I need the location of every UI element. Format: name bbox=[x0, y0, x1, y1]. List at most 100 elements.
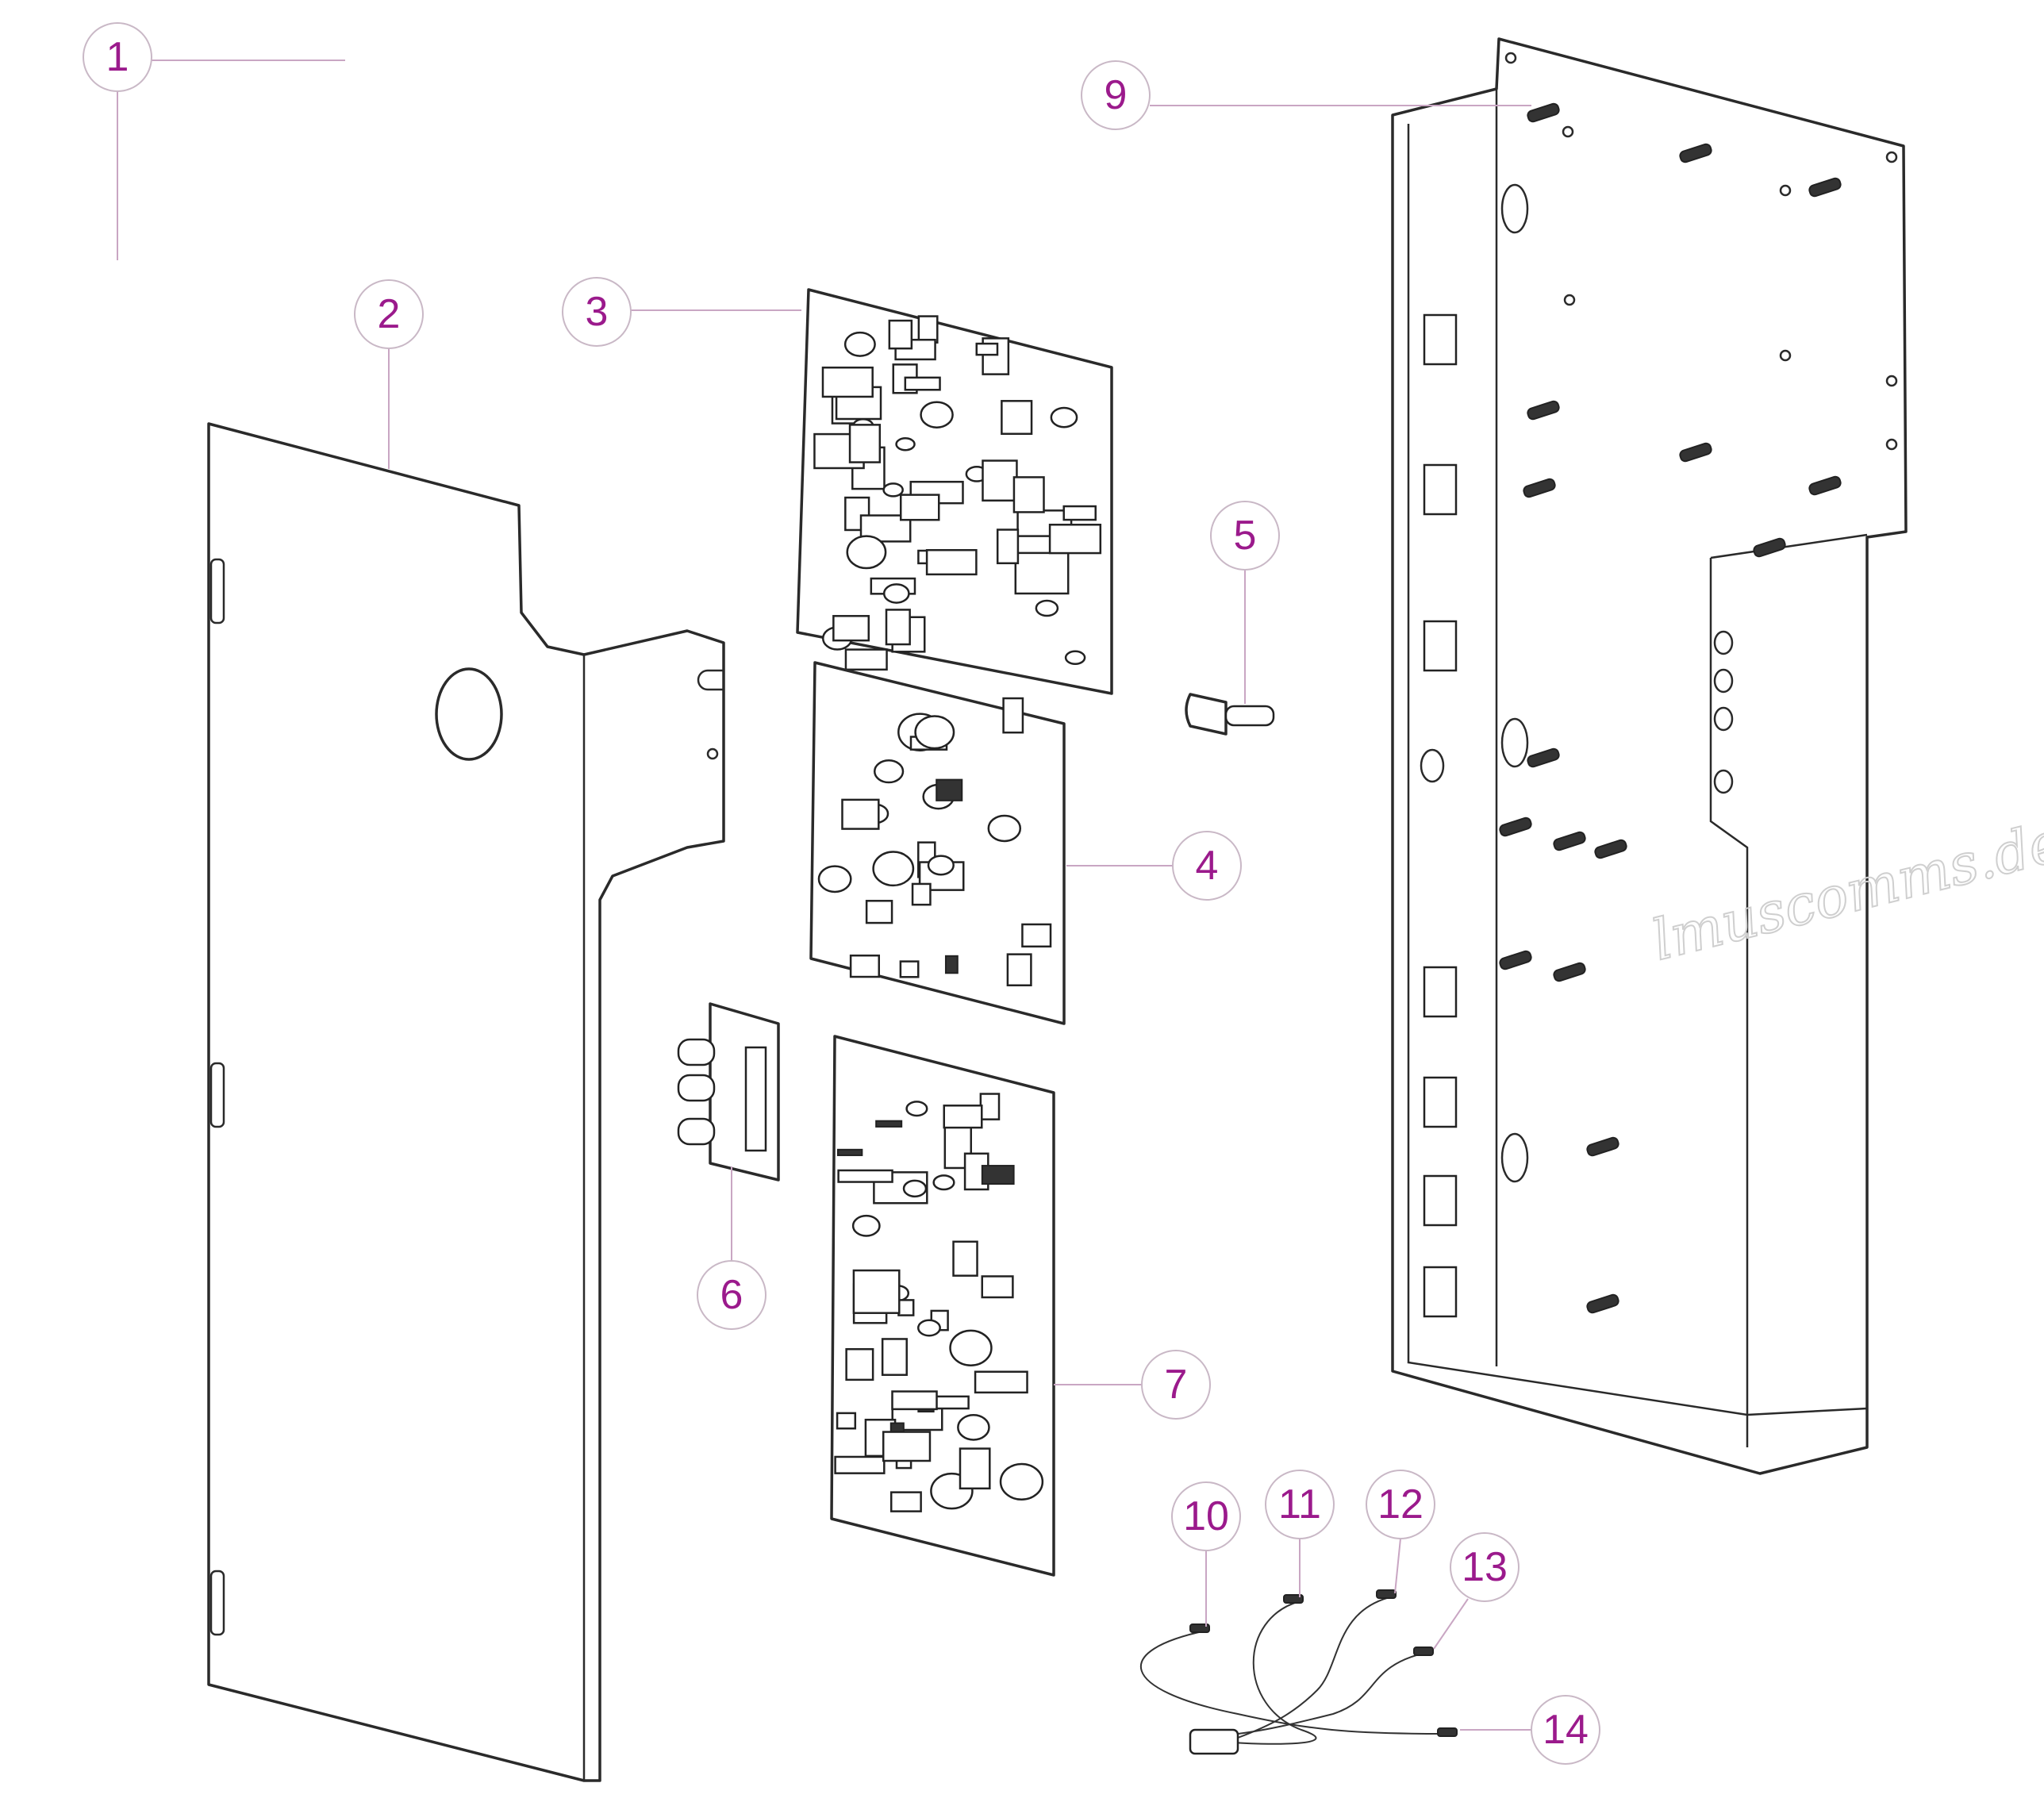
component bbox=[982, 459, 1018, 502]
capacitor bbox=[957, 1414, 990, 1441]
callout-number: 6 bbox=[720, 1272, 743, 1318]
component bbox=[996, 528, 1020, 565]
callout-9: 9 bbox=[1081, 60, 1531, 130]
callout-10: 10 bbox=[1171, 1481, 1241, 1627]
component bbox=[889, 1491, 922, 1512]
callout-number: 7 bbox=[1165, 1362, 1188, 1408]
capacitor bbox=[882, 482, 904, 498]
connector-slot bbox=[1423, 966, 1458, 1018]
component bbox=[899, 960, 920, 978]
capacitor bbox=[895, 437, 916, 452]
standoff-clip bbox=[1594, 839, 1627, 859]
mount-hole bbox=[1563, 294, 1576, 306]
component bbox=[1012, 476, 1045, 513]
capacitor bbox=[987, 814, 1022, 843]
callout-number: 1 bbox=[106, 34, 129, 80]
standoff-clip bbox=[1523, 478, 1556, 498]
component bbox=[845, 1347, 874, 1381]
capacitor bbox=[999, 1462, 1044, 1501]
component bbox=[925, 548, 978, 576]
capacitor bbox=[851, 1214, 881, 1237]
flange-hole bbox=[1713, 630, 1734, 655]
connector-slot bbox=[1423, 620, 1458, 672]
component bbox=[1002, 697, 1024, 734]
capacitor bbox=[949, 1329, 993, 1366]
mount-hole bbox=[1885, 151, 1898, 163]
component bbox=[917, 315, 939, 344]
component bbox=[975, 342, 999, 356]
callout-number: 5 bbox=[1234, 513, 1257, 559]
callout-number: 10 bbox=[1183, 1493, 1229, 1539]
component bbox=[885, 609, 911, 646]
component bbox=[943, 1105, 983, 1129]
capacitor bbox=[932, 1174, 955, 1191]
callout-bubble bbox=[83, 22, 152, 92]
component bbox=[844, 648, 888, 671]
callout-13: 13 bbox=[1433, 1532, 1520, 1650]
callout-number: 9 bbox=[1105, 72, 1128, 118]
flange-hole bbox=[1713, 769, 1734, 794]
capacitor bbox=[914, 715, 955, 750]
callout-number: 13 bbox=[1462, 1544, 1508, 1590]
connector-slot bbox=[1423, 1076, 1458, 1128]
connector-slot bbox=[1423, 313, 1458, 366]
mount-hole bbox=[1779, 349, 1792, 362]
leader-line bbox=[1394, 1538, 1401, 1594]
standoff-clip bbox=[1553, 962, 1586, 982]
standoff-clip bbox=[1753, 537, 1786, 558]
capacitor bbox=[817, 865, 852, 893]
callout-number: 14 bbox=[1543, 1707, 1589, 1753]
component bbox=[1062, 505, 1097, 521]
lamp-part-5 bbox=[1185, 693, 1275, 736]
component bbox=[848, 424, 882, 463]
component bbox=[974, 1370, 1028, 1394]
component bbox=[1048, 524, 1102, 555]
standoff-clip bbox=[1679, 143, 1712, 163]
callout-bubble bbox=[1450, 1532, 1520, 1602]
component bbox=[979, 1093, 1001, 1120]
standoff-clip bbox=[1527, 102, 1560, 123]
small-board-part-6 bbox=[677, 1002, 780, 1182]
standoff-clip bbox=[1679, 442, 1712, 463]
capacitor bbox=[1050, 406, 1078, 428]
connector-slot bbox=[1423, 1174, 1458, 1227]
component bbox=[933, 1395, 970, 1410]
chip bbox=[936, 778, 963, 801]
front-cover-part-2 bbox=[207, 422, 725, 1782]
keyhole bbox=[1500, 1132, 1529, 1183]
callout-11: 11 bbox=[1265, 1470, 1335, 1597]
connector-slot bbox=[1423, 463, 1458, 516]
callout-4: 4 bbox=[1066, 831, 1242, 901]
side-hole bbox=[1420, 748, 1445, 783]
component bbox=[852, 1269, 901, 1314]
flange-hole bbox=[1713, 668, 1734, 694]
back-housing-part-9 bbox=[1391, 37, 1908, 1475]
callout-bubble bbox=[354, 279, 424, 349]
power-board-part-7 bbox=[830, 1035, 1055, 1577]
mount-hole bbox=[1562, 125, 1574, 138]
callout-number: 12 bbox=[1377, 1481, 1424, 1527]
chip bbox=[875, 1120, 903, 1128]
mount-hole bbox=[1779, 184, 1792, 197]
board-part-4 bbox=[809, 661, 1066, 1025]
callout-number: 11 bbox=[1278, 1481, 1321, 1527]
component bbox=[891, 1390, 938, 1411]
connector-slot bbox=[1423, 1266, 1458, 1318]
standoff-clip bbox=[1553, 831, 1586, 851]
callout-bubble bbox=[562, 277, 632, 347]
capacitor bbox=[905, 1101, 928, 1117]
standoff-clip bbox=[1808, 475, 1842, 496]
component bbox=[897, 1299, 915, 1316]
flange-hole bbox=[1713, 706, 1734, 732]
component bbox=[841, 798, 880, 830]
chip bbox=[944, 955, 959, 974]
capacitor bbox=[882, 583, 910, 604]
callout-bubble bbox=[1141, 1350, 1211, 1420]
component bbox=[959, 1447, 991, 1490]
capacitor bbox=[1035, 599, 1059, 617]
control-board-part-3 bbox=[796, 288, 1113, 695]
component bbox=[981, 1275, 1014, 1299]
capacitor bbox=[843, 331, 876, 357]
